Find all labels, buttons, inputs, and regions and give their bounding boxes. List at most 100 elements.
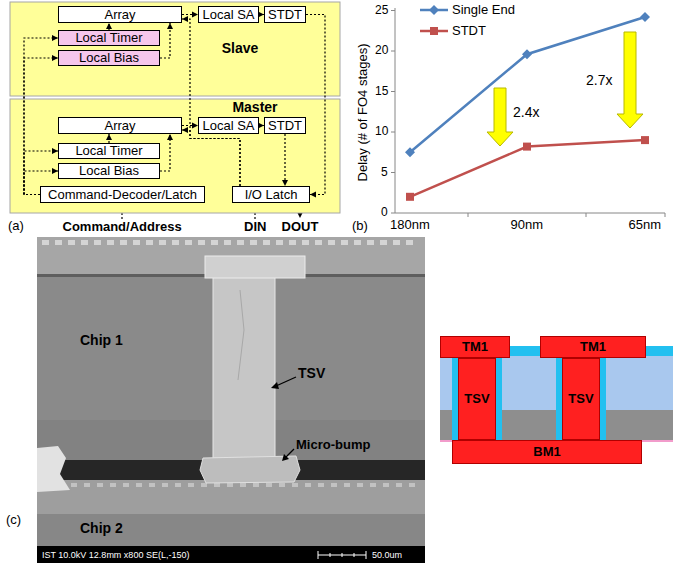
surface-pad bbox=[289, 240, 296, 245]
io-latch-block: I/O Latch bbox=[232, 186, 310, 203]
signal-connector bbox=[24, 35, 58, 195]
surface-pad bbox=[149, 483, 155, 487]
surface-pad bbox=[120, 240, 127, 245]
block-label: Local Bias bbox=[79, 164, 139, 178]
block-label: TSV bbox=[568, 392, 593, 406]
legend-sample bbox=[420, 5, 448, 35]
master-panel: MasterArrayLocal SASTDTLocal TimerLocal … bbox=[10, 99, 340, 213]
metal-layer: TM1 bbox=[440, 336, 510, 358]
surface-pad bbox=[253, 483, 259, 487]
connector-line bbox=[306, 15, 325, 195]
surface-pad bbox=[357, 483, 363, 487]
surface-pad bbox=[266, 483, 272, 487]
surface-pad bbox=[292, 483, 298, 487]
arrowhead bbox=[310, 192, 316, 198]
surface-pad bbox=[240, 483, 246, 487]
diamond-marker bbox=[405, 12, 650, 157]
surface-pad bbox=[328, 240, 335, 245]
surface-pad bbox=[162, 483, 168, 487]
surface-pad bbox=[302, 240, 309, 245]
block-label: Local Timer bbox=[75, 31, 142, 45]
surface-pad bbox=[315, 240, 322, 245]
block-label: Local Timer bbox=[75, 144, 142, 158]
surface-pad bbox=[42, 240, 49, 245]
surface-pad bbox=[198, 240, 205, 245]
slave-panel: SlaveArrayLocal SASTDTLocal TimerLocal B… bbox=[10, 2, 340, 96]
panel-fill bbox=[10, 99, 340, 213]
surface-pad bbox=[81, 240, 88, 245]
arrowhead bbox=[182, 127, 188, 133]
metal-layer: TM1 bbox=[540, 336, 646, 358]
signal-connector bbox=[182, 127, 240, 186]
block-label: BM1 bbox=[533, 445, 560, 459]
reduction-arrow bbox=[487, 32, 643, 146]
tick-label: 25 bbox=[375, 4, 388, 18]
signal-connector bbox=[160, 134, 173, 171]
surface-pad bbox=[393, 240, 400, 245]
surface-pad bbox=[354, 240, 361, 245]
block-label: Command-Decoder/Latch bbox=[48, 188, 197, 202]
timer-block: Local Timer bbox=[58, 30, 160, 46]
surface-pad bbox=[341, 240, 348, 245]
surface-pads bbox=[42, 240, 415, 487]
ratio-note: 2.4x bbox=[513, 104, 539, 120]
block-label: STDT bbox=[268, 8, 302, 22]
surface-pad bbox=[175, 483, 181, 487]
legend-text: Single End bbox=[452, 3, 515, 18]
tick-label: 15 bbox=[375, 85, 388, 99]
signal-name: DIN bbox=[244, 220, 266, 235]
surface-pad bbox=[94, 240, 101, 245]
chart-axes bbox=[391, 8, 665, 217]
array-block: Array bbox=[58, 6, 182, 23]
tsv-pillar: TSV bbox=[562, 358, 600, 440]
signal-connector bbox=[24, 55, 58, 195]
block-label: TSV bbox=[464, 392, 489, 406]
surface-pad bbox=[227, 483, 233, 487]
surface-pad bbox=[97, 483, 103, 487]
surface-pad bbox=[383, 483, 389, 487]
surface-pad bbox=[84, 483, 90, 487]
block-label: TM1 bbox=[580, 340, 606, 354]
tsv-pillar: TSV bbox=[458, 358, 496, 440]
part-name: Micro-bump bbox=[296, 438, 370, 453]
surface-pad bbox=[146, 240, 153, 245]
surface-pad bbox=[331, 483, 337, 487]
panel-fill bbox=[10, 2, 340, 96]
surface-pad bbox=[318, 483, 324, 487]
surface-pad bbox=[185, 240, 192, 245]
panel-letter: (b) bbox=[352, 219, 368, 234]
surface-pad bbox=[188, 483, 194, 487]
axis-title: Delay (# of FO4 stages) bbox=[356, 43, 371, 181]
arrowhead bbox=[167, 134, 173, 140]
sem-micrograph bbox=[37, 237, 425, 563]
panel-title: Slave bbox=[222, 40, 259, 56]
tick-label: 10 bbox=[375, 125, 388, 139]
tsv-cross-section bbox=[440, 346, 673, 441]
panel-letter: (c) bbox=[6, 513, 21, 528]
surface-pad bbox=[279, 483, 285, 487]
block-label: Array bbox=[104, 119, 135, 133]
surface-pad bbox=[367, 240, 374, 245]
tick-label: 65nm bbox=[629, 218, 662, 233]
surface-pad bbox=[68, 240, 75, 245]
sem-info: IST 10.0kV 12.8mm x800 SE(L,-150) bbox=[42, 550, 189, 560]
signal-connector bbox=[282, 134, 288, 186]
timer-block: Local Timer bbox=[58, 143, 160, 159]
tick-label: 5 bbox=[381, 166, 388, 180]
surface-pad bbox=[172, 240, 179, 245]
surface-pad bbox=[344, 483, 350, 487]
array-block: Array bbox=[58, 117, 182, 134]
signal-connector bbox=[106, 134, 112, 143]
square-marker bbox=[406, 136, 649, 201]
signal-connector bbox=[182, 12, 198, 18]
decoder-block: Command-Decoder/Latch bbox=[40, 186, 205, 203]
surface-pad bbox=[276, 240, 283, 245]
sense-amp-block: Local SA bbox=[198, 117, 259, 134]
arrowhead bbox=[106, 134, 112, 140]
connector-line bbox=[24, 38, 58, 195]
arrowhead bbox=[182, 16, 188, 22]
stdt-block: STDT bbox=[264, 117, 306, 134]
block-label: TM1 bbox=[462, 340, 488, 354]
